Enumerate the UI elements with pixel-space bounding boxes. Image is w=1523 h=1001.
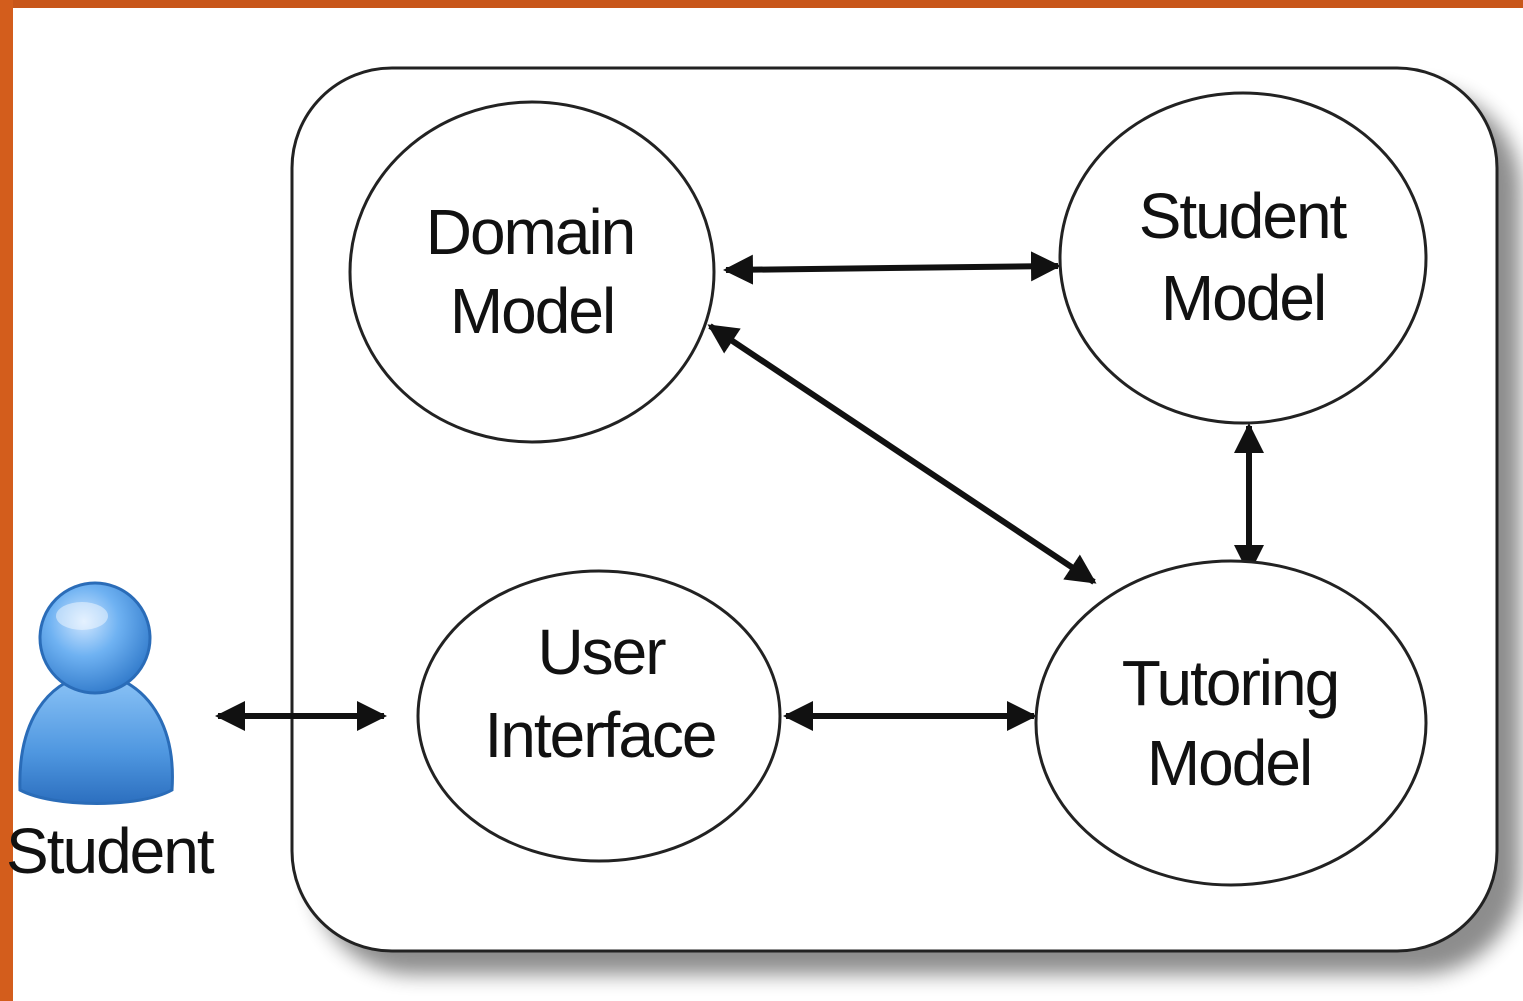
node-student-model: Student Model [1058,91,1428,425]
user-interface-label-line1: User [537,616,666,688]
arrow-domain-student [723,251,1061,285]
node-tutoring-model: Tutoring Model [1034,559,1428,887]
user-interface-label-line2: Interface [484,699,715,771]
left-accent-bar [0,0,13,1001]
tutoring-model-label-line1: Tutoring [1122,647,1338,719]
student-model-label-line2: Model [1161,262,1325,334]
node-domain-model: Domain Model [348,100,716,444]
user-person-icon [18,581,174,805]
top-accent-bar [0,0,1523,8]
student-actor-label: Student [6,815,215,887]
domain-model-label-line1: Domain [426,196,635,268]
domain-model-label-line2: Model [450,275,614,347]
arrow-domain-tutoring [707,323,1097,585]
student-model-label-line1: Student [1139,180,1348,252]
node-user-interface: User Interface [416,569,782,863]
tutoring-model-label-line2: Model [1147,727,1311,799]
